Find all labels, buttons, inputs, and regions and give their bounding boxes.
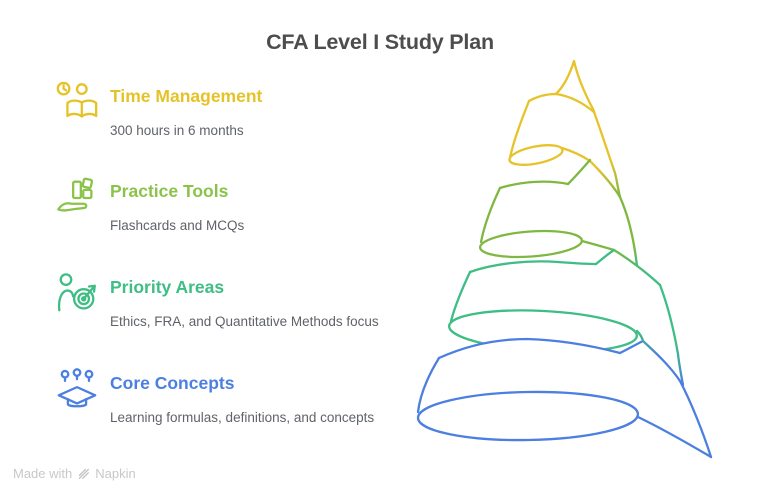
item-description: Ethics, FRA, and Quantitative Methods fo… — [110, 314, 379, 329]
item-description: Flashcards and MCQs — [110, 218, 245, 233]
watermark-brand: Napkin — [95, 466, 136, 481]
item-label: Practice Tools — [110, 181, 229, 201]
item-label: Core Concepts — [110, 373, 235, 393]
clock-reading-person-icon — [56, 81, 98, 118]
napkin-watermark: Made with Napkin — [13, 466, 136, 481]
graduation-cap-ideas-icon — [57, 368, 97, 408]
item-label: Priority Areas — [110, 277, 225, 297]
study-item-core-concepts: Core Concepts Learning formulas, definit… — [54, 365, 434, 435]
spiral-band-yellow — [508, 59, 622, 199]
napkin-logo-icon — [77, 467, 90, 480]
hand-holding-blocks-icon — [57, 177, 94, 212]
item-label: Time Management — [110, 86, 263, 106]
study-item-time-management: Time Management 300 hours in 6 months — [54, 78, 434, 148]
spiral-band-green — [478, 158, 662, 287]
spiral-band-emerald — [447, 248, 685, 387]
item-description: 300 hours in 6 months — [110, 123, 244, 138]
watermark-prefix: Made with — [13, 466, 73, 481]
person-with-target-icon — [57, 273, 96, 312]
item-description: Learning formulas, definitions, and conc… — [110, 410, 375, 425]
study-item-priority-areas: Priority Areas Ethics, FRA, and Quantita… — [54, 269, 434, 339]
study-item-practice-tools: Practice Tools Flashcards and MCQs — [54, 173, 434, 243]
page-title: CFA Level I Study Plan — [266, 30, 494, 54]
spiral-band-blue — [416, 329, 713, 459]
